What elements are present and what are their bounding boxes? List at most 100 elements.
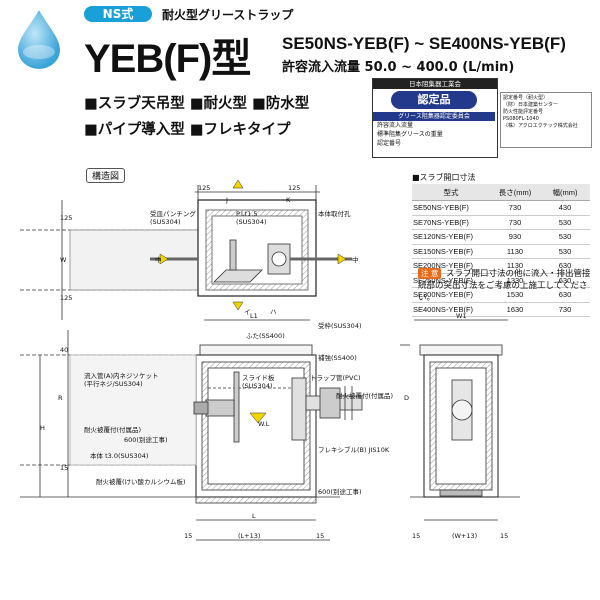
mark-i: イ <box>244 308 251 316</box>
stamp-line-5: （株）アクロエクテック株式会社 <box>503 123 578 129</box>
label-plt: P.Lt1.5 <box>236 210 257 218</box>
dim-15-bottom-a: 15 <box>184 532 192 540</box>
cell-length: 1130 <box>490 258 540 274</box>
cell-width: 630 <box>540 258 590 274</box>
flow-rate: 許容流入流量 50.0 ~ 400.0 (L/min) <box>282 60 515 75</box>
stamp-line-1: 認定番号（耐火型） <box>503 95 549 101</box>
label-work-600: 600(別途工事) <box>124 435 167 444</box>
cell-width: 630 <box>540 273 590 288</box>
series-badge: NS式 <box>84 6 152 22</box>
feature-line-1: ■スラブ天吊型 ■耐火型 ■防水型 <box>84 96 310 112</box>
mark-in: 中 <box>155 255 162 264</box>
cell-width: 530 <box>540 244 590 259</box>
certification-badge: 日本阻集器工業会 認定品 グリース阻集器認定委員会 許容流入流量 標準阻集グリー… <box>372 78 498 158</box>
label-slide-plate-mat: (SUS304) <box>242 382 273 390</box>
dim-H: H <box>40 424 45 432</box>
dim-W1: W1 <box>456 312 467 320</box>
col-width: 幅(mm) <box>540 184 590 201</box>
cell-model: SE120NS-YEB(F) <box>412 229 490 245</box>
cell-width: 530 <box>540 215 590 230</box>
cell-length: 930 <box>490 229 540 245</box>
fire-rating-stamp: 認定番号（耐火型） （財）日本建築センター 防火性能評定番号 PS080FL-1… <box>500 92 592 148</box>
cell-length: 730 <box>490 215 540 230</box>
dim-D: D <box>404 394 409 402</box>
stamp-line-3: 防火性能評定番号 <box>503 109 544 115</box>
dim-J: J <box>225 196 228 204</box>
cell-width: 730 <box>540 302 590 317</box>
model-title: YEB(F)型 <box>84 37 251 81</box>
cell-model: SE50NS-YEB(F) <box>412 200 490 216</box>
cert-label: 認定品 <box>391 91 477 109</box>
label-work-600b: 600(別途工事) <box>318 487 361 496</box>
dim-40: 40 <box>60 346 68 354</box>
cell-width: 430 <box>540 200 590 216</box>
dim-15-bottom-b: 15 <box>316 532 324 540</box>
label-inlet-socket: 流入管(A)内ネジソケット <box>84 371 159 380</box>
label-fire-bottom: 耐火被覆(けい酸カルシウム板) <box>96 477 186 486</box>
model-range: SE50NS-YEB(F) ~ SE400NS-YEB(F) <box>282 34 566 53</box>
label-plt-mat: (SUS304) <box>236 218 267 226</box>
label-flexible: フレキシブル(B) JIS10K <box>318 445 390 454</box>
dim-L13: (L+13) <box>238 532 260 540</box>
dim-W: W <box>60 256 67 264</box>
cell-length: 1130 <box>490 244 540 259</box>
cell-length: 1630 <box>490 302 540 317</box>
label-inlet-socket-mat: (平行ネジ/SUS304) <box>84 379 143 388</box>
dim-K: K <box>286 196 291 204</box>
cell-model: SE400NS-YEB(F) <box>412 302 490 317</box>
cert-line-weight: 標準阻集グリースの重量 <box>377 131 443 138</box>
product-type: 耐火型グリーストラップ <box>162 8 294 22</box>
dim-125-top: 125 <box>60 214 72 222</box>
water-drop-logo <box>18 10 60 69</box>
cert-line-number: 認定番号 <box>377 140 402 147</box>
col-model: 型式 <box>412 184 490 201</box>
dim-125-bottom: 125 <box>60 294 72 302</box>
note-tag: 注 意 <box>418 268 442 279</box>
feature-line-2: ■パイプ導入型 ■フレキタイプ <box>84 122 291 138</box>
dim-15-side-b: 15 <box>500 532 508 540</box>
cert-line-flow: 許容流入流量 <box>377 122 414 129</box>
cell-width: 530 <box>540 229 590 245</box>
cert-committee: グリース阻集器認定委員会 <box>373 112 495 121</box>
cell-model: SE300NS-YEB(F) <box>412 287 490 303</box>
label-trap: トラップ管(PVC) <box>310 373 360 382</box>
dim-W13: (W+13) <box>452 532 477 540</box>
label-punching-mat: (SUS304) <box>150 218 181 226</box>
cell-model: SE150NS-YEB(F) <box>412 244 490 259</box>
cell-length: 730 <box>490 200 540 216</box>
label-wl: W.L <box>258 420 270 428</box>
dim-L1: L1 <box>250 312 258 320</box>
col-length: 長さ(mm) <box>490 184 540 201</box>
dim-R: R <box>58 394 63 402</box>
label-punching: 受皿パンチング <box>150 209 196 218</box>
cell-model: SE70NS-YEB(F) <box>412 215 490 230</box>
dim-15-side-a: 15 <box>412 532 420 540</box>
label-lid-receiver: 受枠(SUS304) <box>318 321 362 330</box>
dim-125-left: 125 <box>198 184 210 192</box>
label-fire-cover-top: 耐火被覆付(付属品) <box>336 391 393 400</box>
label-body: 本体 t3.0(SUS304) <box>90 451 148 460</box>
stamp-line-4: PS080FL-1040 <box>503 116 539 122</box>
cell-length: 1330 <box>490 273 540 288</box>
cell-width: 630 <box>540 287 590 303</box>
stamp-line-2: （財）日本建築センター <box>503 102 559 108</box>
slab-table-title: ■スラブ開口寸法 <box>412 173 476 182</box>
mark-ha: ハ <box>270 308 277 316</box>
structure-tag: 構造図 <box>86 168 126 183</box>
label-mount-hole: 本体取付孔 <box>318 209 351 218</box>
note-text: スラブ開口寸法の他に流入・排出管接続部の突出寸法をご考慮の上施工してください。 <box>418 269 591 303</box>
dim-15-left: 15 <box>60 464 68 472</box>
label-lid: ふた(SS400) <box>246 332 285 340</box>
cert-org: 日本阻集器工業会 <box>373 79 497 89</box>
label-reinforce: 補強(SS400) <box>318 353 357 362</box>
